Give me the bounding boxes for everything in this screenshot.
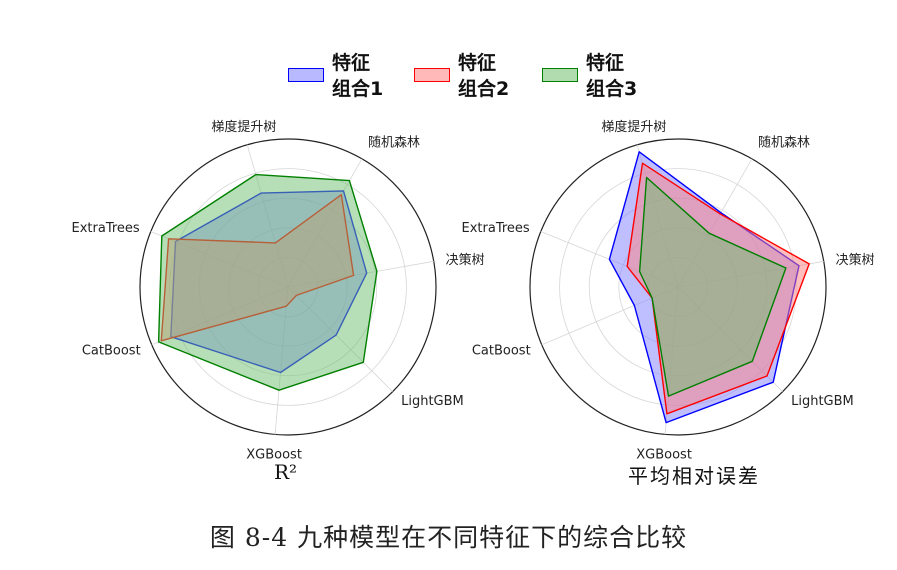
axis-label: XGBoost bbox=[636, 447, 692, 462]
grid-ring bbox=[529, 138, 827, 436]
axis-label: 随机森林 bbox=[758, 135, 810, 150]
series-area-3 bbox=[157, 173, 378, 391]
axis-label: CatBoost bbox=[472, 344, 531, 359]
legend-swatch-1 bbox=[288, 68, 324, 82]
legend-label-3: 特征 组合3 bbox=[586, 52, 638, 100]
axis-label: LightGBM bbox=[401, 394, 464, 409]
axis-label: 梯度提升树 bbox=[211, 119, 276, 135]
legend-label-2: 特征 组合2 bbox=[458, 52, 510, 100]
figure-caption: 图 8-4 九种模型在不同特征下的综合比较 bbox=[209, 523, 688, 552]
legend: 特征 组合1 特征 组合2 特征 组合3 bbox=[0, 44, 897, 108]
axis-label: 决策树 bbox=[446, 252, 485, 268]
axis-label: 随机森林 bbox=[368, 135, 420, 150]
axis-label: ExtraTrees bbox=[462, 221, 530, 236]
legend-item-1: 特征 组合1 bbox=[288, 50, 408, 106]
axis-label: XGBoost bbox=[246, 447, 302, 462]
chart-title-r2: R² bbox=[274, 460, 298, 484]
legend-label-1: 特征 组合1 bbox=[332, 52, 384, 100]
legend-swatch-2 bbox=[414, 68, 450, 82]
legend-item-3: 特征 组合3 bbox=[542, 50, 662, 106]
axis-label: ExtraTrees bbox=[72, 221, 140, 236]
legend-item-2: 特征 组合2 bbox=[414, 50, 534, 106]
axis-label: 决策树 bbox=[836, 252, 875, 268]
chart-title-mre: 平均相对误差 bbox=[628, 464, 760, 488]
axis-label: CatBoost bbox=[82, 344, 141, 359]
series-area-3 bbox=[638, 176, 787, 397]
axis-label: LightGBM bbox=[791, 394, 854, 409]
axis-label: 梯度提升树 bbox=[601, 119, 666, 135]
grid-ring bbox=[139, 138, 437, 436]
legend-swatch-3 bbox=[542, 68, 578, 82]
